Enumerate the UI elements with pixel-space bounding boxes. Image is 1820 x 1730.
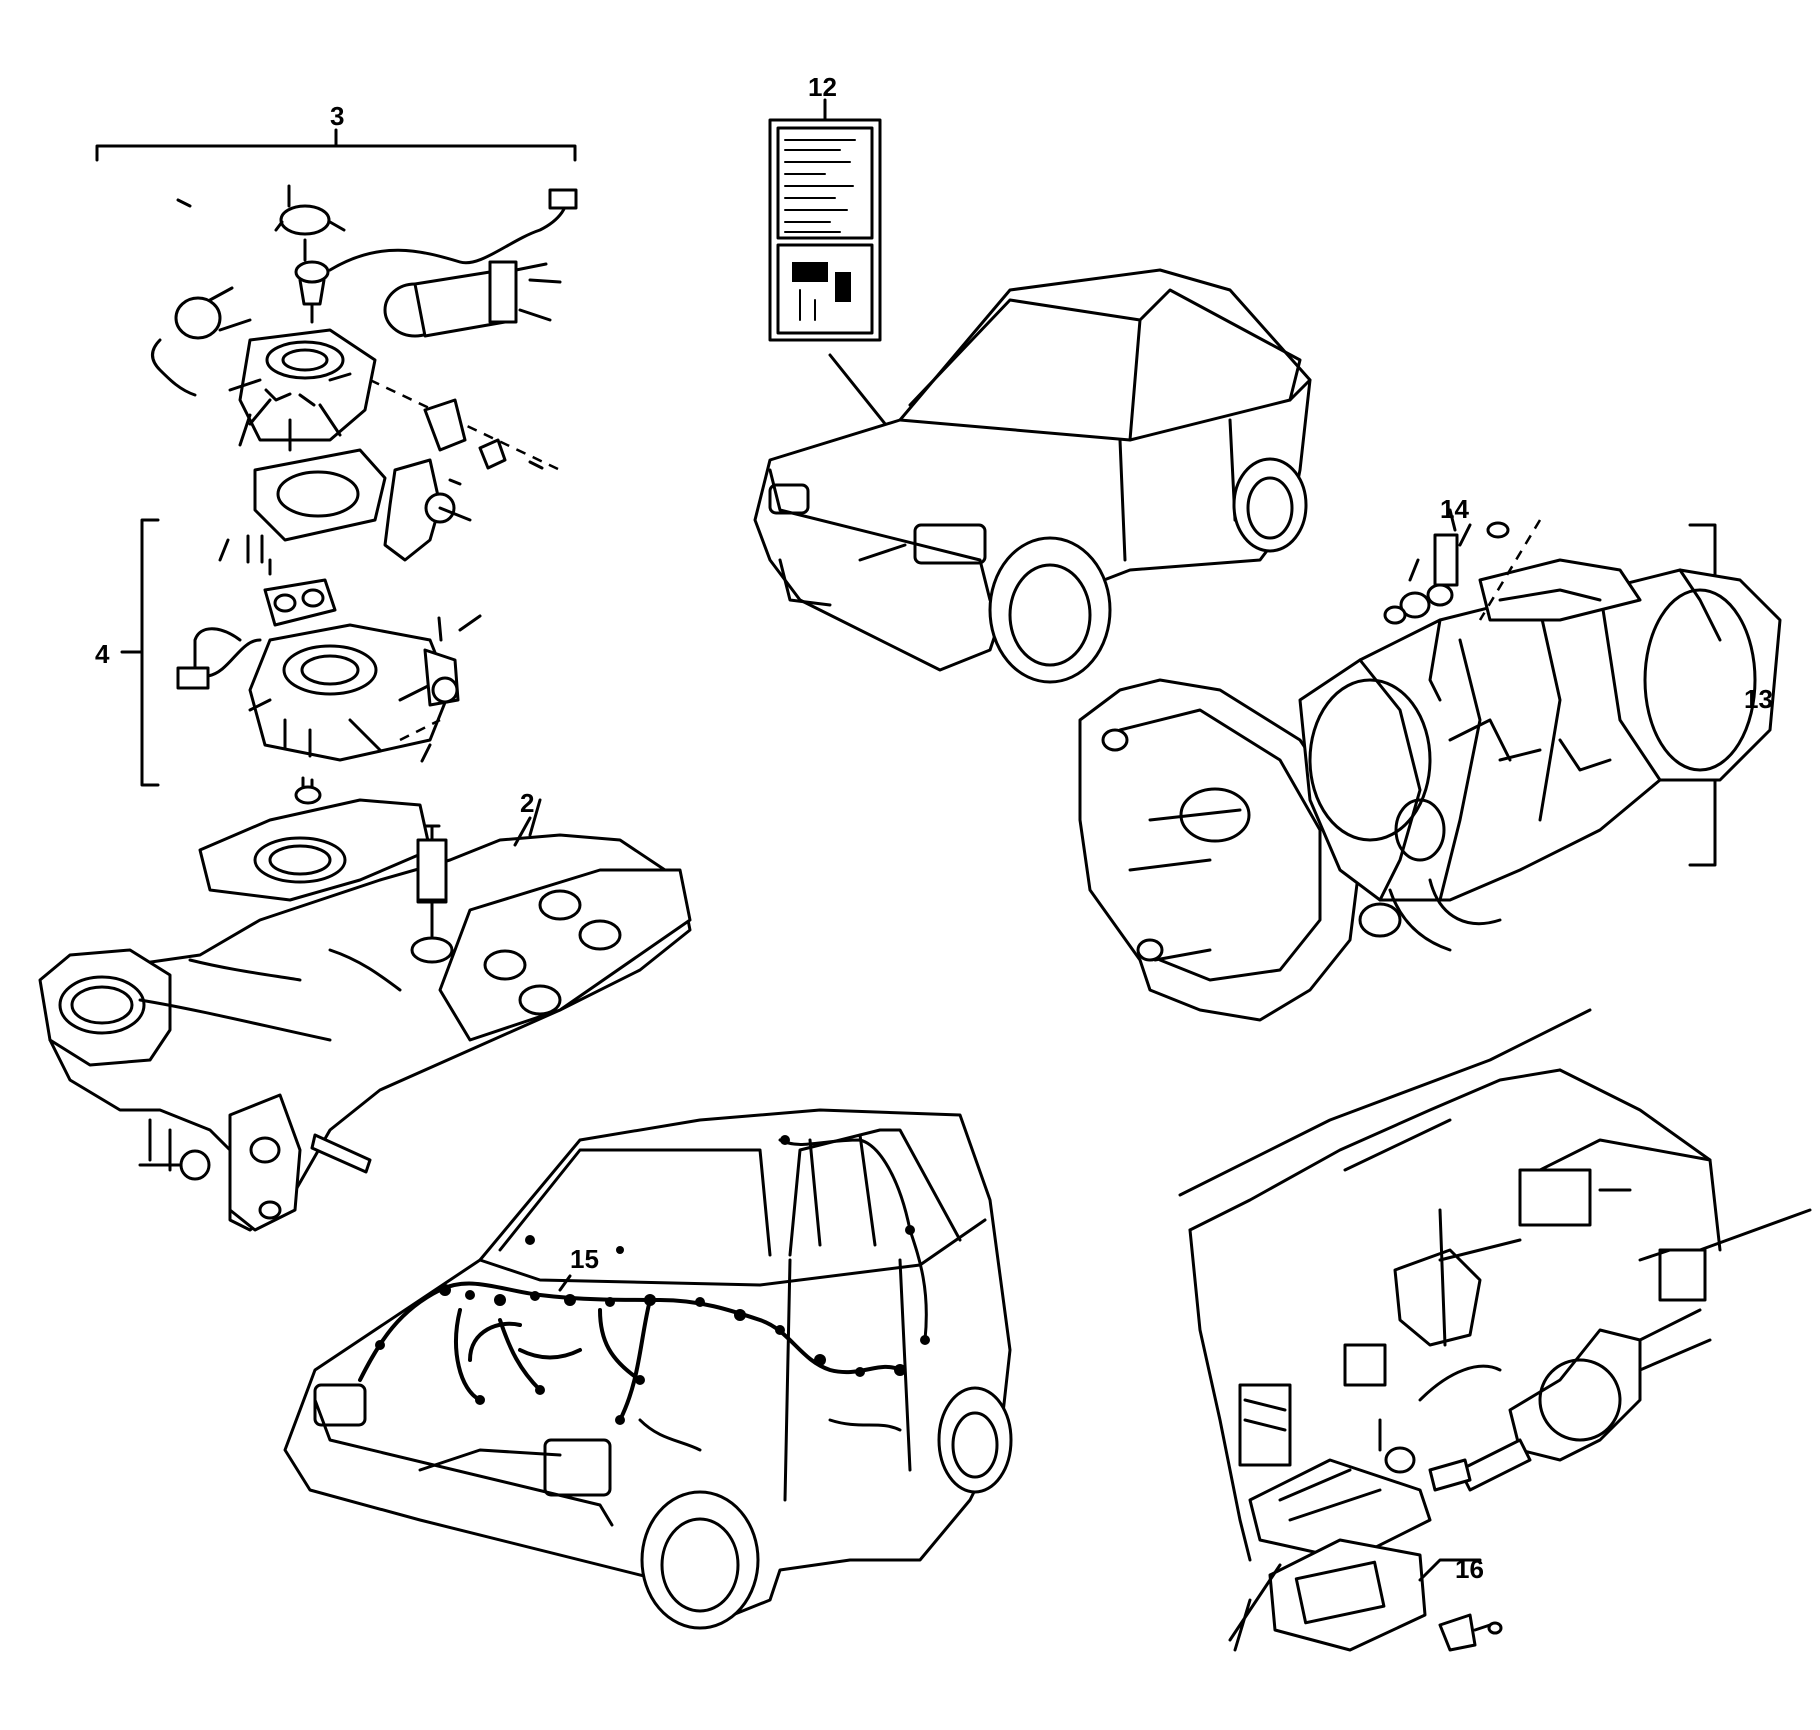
bracket-3 [95, 128, 577, 162]
callout-12: 12 [808, 72, 837, 102]
callout-3: 3 [330, 101, 344, 131]
throttle-body-assembly-4 [120, 518, 482, 787]
callout-4: 4 [95, 639, 110, 669]
callout-16: 16 [1455, 1554, 1484, 1584]
intake-manifold [38, 776, 692, 1232]
vehicle-top [753, 268, 1312, 684]
callout-13: 13 [1744, 684, 1773, 714]
transmission-assembly [1078, 523, 1782, 1022]
wiring-harness [358, 1135, 930, 1452]
callout-2: 2 [520, 788, 534, 818]
callout-14: 14 [1440, 494, 1469, 524]
emission-label [768, 98, 912, 457]
throttle-body-assembly [95, 128, 578, 562]
callout-15: 15 [570, 1244, 599, 1274]
ecu-controls [1178, 1008, 1812, 1652]
vehicle-bottom [283, 1108, 1013, 1630]
bracket-4 [120, 518, 160, 787]
switch-sensor-14 [1383, 508, 1542, 702]
